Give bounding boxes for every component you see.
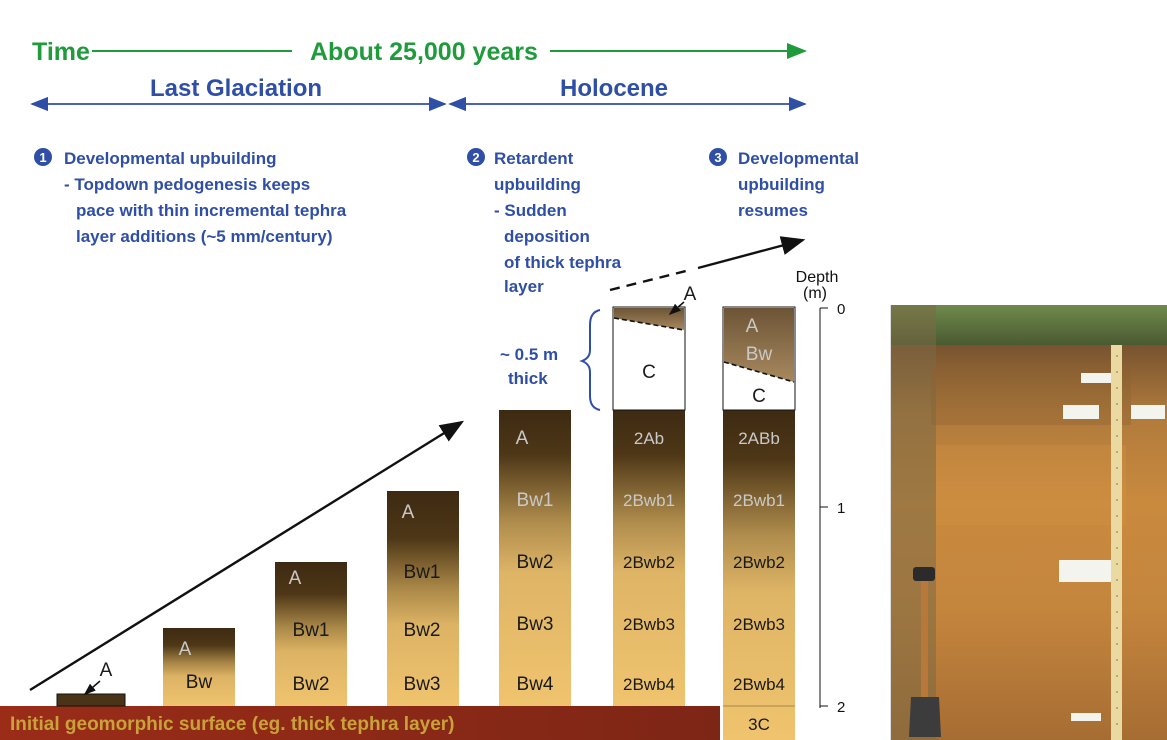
horizon-label: 2Bwb4: [733, 675, 785, 694]
horizon-label: 2Bwb3: [733, 615, 785, 634]
horizon-label: 2Bwb2: [623, 553, 675, 572]
horizon-label: C: [752, 386, 766, 407]
period-holocene: Holocene: [560, 75, 668, 102]
horizon-label: A: [684, 284, 697, 305]
initial-surface: [0, 706, 720, 740]
horizon-label: A: [746, 316, 759, 337]
column-4-body: [387, 491, 459, 706]
column-7-boundary: [723, 361, 795, 383]
horizon-label: 2Ab: [634, 429, 664, 448]
horizon-label: Bw2: [517, 552, 554, 573]
horizon-label: A: [100, 660, 113, 681]
thickness-line-2: thick: [508, 369, 548, 388]
depth-tick-label: 1: [837, 500, 845, 517]
stage-2-line: - Sudden: [494, 201, 567, 220]
column-6-boundary: [613, 317, 685, 331]
stage-2-line: upbuilding: [494, 175, 581, 194]
period-last-glaciation: Last Glaciation: [150, 75, 322, 102]
stage-3-line: upbuilding: [738, 175, 825, 194]
horizon-label: Bw3: [404, 674, 441, 695]
column-6: A C 2Ab 2Bwb1 2Bwb2 2Bwb3 2Bwb4: [612, 284, 697, 706]
column-6-new-a: [614, 308, 684, 330]
retardent-dashed-line: [609, 268, 691, 292]
depth-axis-title: Depth: [796, 269, 839, 286]
column-2-body: [163, 628, 235, 706]
depth-axis: Depth (m) 0 1 2: [796, 269, 846, 716]
stage-3-note: 3 Developmental upbuilding resumes: [709, 148, 859, 220]
column-5-body: [499, 410, 571, 706]
stage-3-number: 3: [714, 150, 721, 165]
stage-2-badge: [467, 148, 485, 166]
horizon-label: 3C: [748, 715, 770, 734]
horizon-label: A: [179, 639, 192, 660]
stage-2-title: Retardent: [494, 149, 574, 168]
horizon-label: Bw1: [404, 562, 441, 583]
stage-3-line: resumes: [738, 201, 808, 220]
horizon-label: A: [402, 502, 415, 523]
timeline: Time About 25,000 years Last Glaciation …: [30, 38, 807, 112]
resumed-upbuilding-arrow: [697, 236, 806, 270]
horizon-label: 2Bwb1: [733, 491, 785, 510]
column-1-body: [56, 693, 126, 707]
stage-1-number: 1: [39, 150, 46, 165]
upbuilding-arrow: [29, 420, 465, 692]
stage-1-note: 1 Developmental upbuilding - Topdown ped…: [34, 148, 347, 246]
horizon-label: A: [516, 428, 529, 449]
thickness-note: ~ 0.5 m thick: [500, 309, 601, 411]
thickness-line-1: ~ 0.5 m: [500, 345, 558, 364]
duration-label: About 25,000 years: [310, 38, 538, 66]
horizon-pointer: [83, 680, 101, 695]
column-3-body: [275, 562, 347, 706]
horizon-label: 2Bwb3: [623, 615, 675, 634]
stage-2-number: 2: [472, 150, 479, 165]
horizon-label: 2Bwb4: [623, 675, 675, 694]
column-3: A Bw1 Bw2: [275, 562, 347, 706]
horizon-label: 2Bwb1: [623, 491, 675, 510]
column-7-new-soil: [724, 308, 794, 382]
column-2: A Bw: [163, 628, 235, 706]
depth-tick-label: 2: [837, 699, 845, 716]
column-1: A: [56, 660, 126, 707]
horizon-label: Bw2: [293, 674, 330, 695]
stage-1-title: Developmental upbuilding: [64, 149, 277, 168]
horizon-label: Bw: [186, 672, 213, 693]
time-label: Time: [32, 38, 90, 66]
horizon-pointer: [668, 301, 685, 315]
horizon-label: C: [642, 362, 656, 383]
stage-3-badge: [709, 148, 727, 166]
horizon-label: Bw4: [517, 674, 554, 695]
stage-1-badge: [34, 148, 52, 166]
surface-label: Initial geomorphic surface (eg. thick te…: [10, 714, 455, 735]
stage-2-note: 2 Retardent upbuilding - Sudden depositi…: [467, 148, 622, 296]
horizon-label: 2Bwb2: [733, 553, 785, 572]
horizon-label: Bw2: [404, 620, 441, 641]
soil-profile-photo: [890, 305, 1167, 740]
stage-1-line: - Topdown pedogenesis keeps: [64, 175, 310, 194]
stage-2-line: deposition: [504, 227, 590, 246]
horizon-label: Bw1: [293, 620, 330, 641]
column-6-buried-body: [613, 410, 685, 706]
stage-3-title: Developmental: [738, 149, 859, 168]
stage-1-line: layer additions (~5 mm/century): [76, 227, 333, 246]
soil-profile-photo-art: [891, 305, 1167, 740]
column-7: A Bw C 2ABb 2Bwb1 2Bwb2 2Bwb3 2Bwb4 3C: [722, 306, 796, 740]
column-5: A Bw1 Bw2 Bw3 Bw4: [499, 410, 571, 706]
horizon-label: A: [289, 568, 302, 589]
horizon-label: 2ABb: [738, 429, 780, 448]
depth-axis-unit: (m): [803, 285, 827, 302]
horizon-label: Bw1: [517, 490, 554, 511]
horizon-label: Bw: [746, 344, 773, 365]
stage-2-line: layer: [504, 277, 544, 296]
thickness-brace: [579, 309, 601, 411]
column-7-buried-body: [723, 410, 795, 740]
stage-2-line: of thick tephra: [504, 253, 622, 272]
depth-tick-label: 0: [837, 301, 845, 318]
column-4: A Bw1 Bw2 Bw3: [387, 491, 459, 706]
stage-1-line: pace with thin incremental tephra: [76, 201, 347, 220]
horizon-label: Bw3: [517, 614, 554, 635]
